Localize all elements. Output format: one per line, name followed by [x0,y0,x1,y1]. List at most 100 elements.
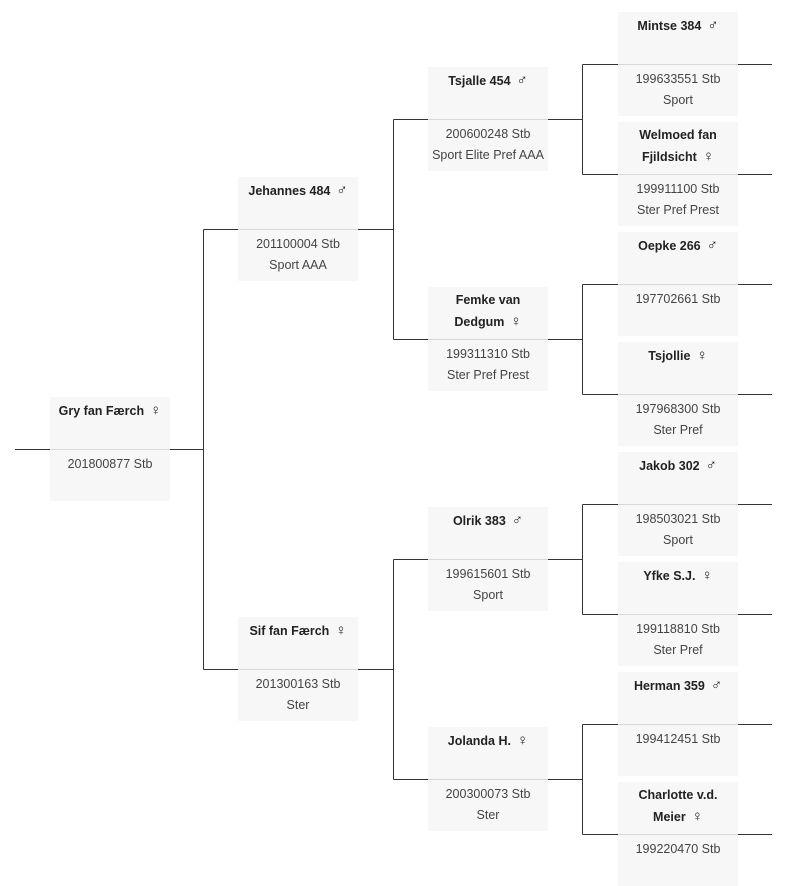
predicates: Sport Elite Pref AAA [432,148,544,162]
horse-name-row: Yfke S.J. ♀ [618,562,738,614]
predicates: Ster [286,698,310,712]
horse-name[interactable]: Yfke S.J. [643,569,696,583]
horse-name[interactable]: Sif fan Færch [249,624,330,638]
male-symbol-icon: ♂ [336,182,348,199]
horse-name[interactable]: Charlotte v.d. Meier [638,788,718,824]
horse-name[interactable]: Tsjalle 454 [448,74,511,88]
registration-number: 199220470 Stb [635,842,721,856]
horse-name[interactable]: Olrik 383 [452,514,506,528]
predicates: Ster Pref [653,643,703,657]
horse-name-row: Femke van Dedgum♀ [428,287,548,339]
horse-name-wrap: Tsjollie♀ [648,345,707,367]
horse-name-row: Welmoed fan Fjildsicht♀ [618,122,738,174]
horse-name-wrap: Welmoed fan Fjildsicht♀ [624,125,732,168]
horse-details: 197702661 Stb [618,285,738,336]
horse-name[interactable]: Femke van Dedgum [454,293,521,329]
horse-card-subject[interactable]: Gry fan Færch ♀ 201800877 Stb [50,397,170,501]
horse-name[interactable]: Gry fan Færch [58,404,145,418]
horse-name-wrap: Gry fan Færch ♀ [59,400,162,422]
male-symbol-icon: ♂ [707,17,719,34]
horse-name-wrap: Yfke S.J. ♀ [643,565,712,587]
predicates: Ster Pref Prest [447,368,529,382]
registration-number: 197702661 Stb [635,292,721,306]
registration-number: 201300163 Stb [255,677,341,691]
card-divider [618,724,738,725]
registration-number: 199311310 Stb [446,347,530,361]
horse-name-wrap: Femke van Dedgum♀ [434,290,542,333]
horse-name-row: Tsjollie♀ [618,342,738,394]
horse-name-row: Charlotte v.d. Meier♀ [618,782,738,834]
horse-name-wrap: Jehannes 484 ♂ [248,180,347,202]
horse-name[interactable]: Herman 359 [633,679,705,693]
horse-name[interactable]: Mintse 384 [637,19,702,33]
horse-name-row: Jolanda H. ♀ [428,727,548,779]
female-symbol-icon: ♀ [701,567,713,584]
card-divider [618,284,738,285]
card-divider [428,779,548,780]
horse-name-wrap: Tsjalle 454 ♂ [448,70,528,92]
horse-details: 199412451 Stb [618,725,738,776]
registration-number: 201100004 Stb [256,237,340,251]
card-divider [238,669,358,670]
predicates: Sport AAA [269,258,327,272]
horse-name[interactable]: Jakob 302 [639,459,700,473]
male-symbol-icon: ♂ [705,457,717,474]
male-symbol-icon: ♂ [516,72,528,89]
horse-name-wrap: Oepke 266 ♂ [638,235,718,257]
registration-number: 197968300 Stb [635,402,721,416]
registration-number: 199615601 Stb [445,567,531,581]
horse-name[interactable]: Jolanda H. [447,734,511,748]
horse-name[interactable]: Welmoed fan Fjildsicht [639,128,717,164]
horse-name-row: Tsjalle 454 ♂ [428,67,548,119]
horse-card-gen3-3[interactable]: Oepke 266 ♂ 197702661 Stb [618,232,738,336]
horse-name-wrap: Charlotte v.d. Meier♀ [624,785,732,828]
female-symbol-icon: ♀ [691,808,703,825]
predicates: Ster Pref [653,423,703,437]
horse-name-wrap: Mintse 384 ♂ [637,15,718,37]
horse-name-wrap: Herman 359♂ [634,675,722,697]
card-divider [50,449,170,450]
registration-number: 200600248 Stb [445,127,531,141]
male-symbol-icon: ♂ [706,237,718,254]
horse-name[interactable]: Oepke 266 [638,239,701,253]
card-divider [618,174,738,175]
female-symbol-icon: ♀ [516,732,529,749]
horse-name-row: Mintse 384 ♂ [618,12,738,64]
horse-card-gen3-8[interactable]: Charlotte v.d. Meier♀ 199220470 Stb [618,782,738,886]
card-divider [428,559,548,560]
registration-number: 199633551 Stb [635,72,721,86]
card-divider [428,119,548,120]
horse-name-row: Herman 359♂ [618,672,738,724]
card-divider [618,504,738,505]
horse-name[interactable]: Jehannes 484 [248,184,331,198]
predicates: Sport [473,588,503,602]
female-symbol-icon: ♀ [510,313,522,330]
horse-name[interactable]: Tsjollie [648,349,691,363]
female-symbol-icon: ♀ [150,402,162,419]
horse-name-row: Gry fan Færch ♀ [50,397,170,449]
horse-name-wrap: Jolanda H. ♀ [448,730,528,752]
horse-card-gen3-7[interactable]: Herman 359♂ 199412451 Stb [618,672,738,776]
card-divider [428,339,548,340]
registration-number: 199412451 Stb [635,732,721,746]
horse-details: 201800877 Stb [50,450,170,501]
